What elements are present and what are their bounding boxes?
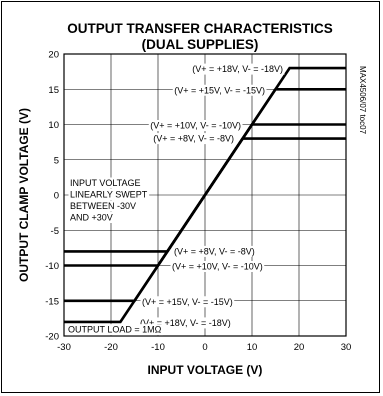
label-background	[68, 177, 143, 189]
annotations: (V+ = +18V, V- = -18V) (V+ = +15V, V- = -…	[66, 63, 285, 336]
y-tick-label: 20	[48, 50, 59, 61]
chart-title: OUTPUT TRANSFER CHARACTERISTICS	[67, 21, 333, 36]
y-tick-label: 10	[48, 120, 59, 131]
y-tick-label: -20	[45, 332, 59, 343]
upper-legend-label: (V+ = +15V, V- = -15V)	[174, 85, 265, 95]
y-tick-label: -5	[51, 226, 59, 237]
output-load-note: OUTPUT LOAD = 1MΩ	[68, 325, 162, 335]
series-line	[64, 137, 346, 253]
series-lines	[64, 66, 346, 324]
label-background	[170, 261, 265, 272]
lower-legend-label: (V+ = +18V, V- = -18V)	[140, 318, 231, 328]
y-tick-label: 5	[54, 155, 59, 166]
x-tick-label: 20	[294, 342, 305, 353]
label-background	[68, 200, 138, 212]
upper-legend-label: (V+ = +10V, V- = -10V)	[150, 121, 241, 131]
label-background	[140, 296, 235, 308]
sweep-note-line: AND +30V	[70, 213, 113, 223]
y-tick-label: 15	[48, 85, 59, 96]
upper-legend-label: (V+ = +18V, V- = -18V)	[192, 64, 283, 74]
x-tick-label: -20	[104, 342, 118, 353]
label-background	[68, 212, 115, 223]
x-tick-label: 30	[341, 342, 352, 353]
upper-legend-label: (V+ = +8V, V- = -8V)	[153, 134, 234, 144]
sweep-note-line: LINEARLY SWEPT	[70, 190, 148, 200]
x-tick-label: -10	[151, 342, 165, 353]
chart-subtitle: (DUAL SUPPLIES)	[142, 37, 259, 52]
side-label: MAX4506/07 toc07	[358, 66, 367, 135]
x-axis-title: INPUT VOLTAGE (V)	[148, 363, 263, 377]
lower-legend-label: (V+ = +15V, V- = -15V)	[142, 297, 233, 307]
label-background	[190, 63, 285, 75]
lower-legend-label: (V+ = +10V, V- = -10V)	[172, 262, 263, 272]
label-background	[66, 324, 164, 336]
y-tick-label: -15	[45, 296, 59, 307]
x-tick-label: 0	[202, 342, 207, 353]
y-tick-label: 0	[54, 191, 59, 202]
x-tick-label: 10	[247, 342, 258, 353]
label-background	[151, 133, 236, 145]
plot-area-border	[63, 53, 347, 337]
sweep-note-line: INPUT VOLTAGE	[70, 178, 141, 188]
x-tick-label: -30	[57, 342, 71, 353]
label-background	[172, 84, 267, 96]
y-tick-label: -10	[45, 261, 59, 272]
label-background	[138, 317, 233, 329]
label-background	[68, 189, 150, 200]
lower-legend-label: (V+ = +8V, V- = -8V)	[174, 246, 255, 256]
y-axis-title: OUTPUT CLAMP VOLTAGE (V)	[17, 108, 31, 282]
sweep-note-line: BETWEEN -30V	[70, 201, 136, 211]
label-background	[172, 245, 257, 257]
label-background	[148, 120, 243, 131]
